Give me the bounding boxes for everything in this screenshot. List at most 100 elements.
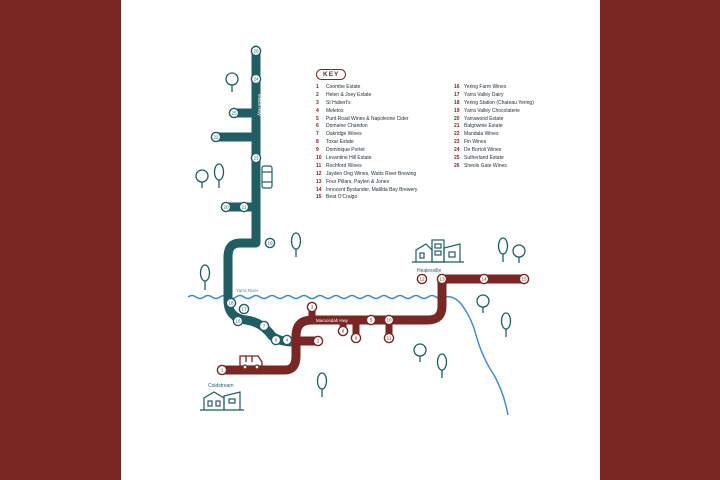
stop-marker-9: 9 xyxy=(350,332,362,344)
stop-marker-number: 20 xyxy=(223,205,229,210)
map-panel xyxy=(121,0,600,480)
stop-marker-circle xyxy=(220,201,232,213)
legend-entry-name: Coombe Estate xyxy=(326,84,361,90)
legend-entry-name: St Hubert's xyxy=(326,99,351,106)
legend-entry-number: 25 xyxy=(454,155,460,162)
legend-entry-number: 8 xyxy=(316,139,319,146)
tree-icon xyxy=(199,264,211,290)
legend-entry-number: 21 xyxy=(454,123,460,130)
stop-marker-18: 18 xyxy=(225,297,237,309)
stop-marker-number: 4 xyxy=(286,338,289,343)
stop-marker-number: 14 xyxy=(481,277,487,282)
stop-marker-circle xyxy=(281,334,293,346)
legend-entry: 21 Balgownie Estate xyxy=(454,123,534,131)
legend-entry-name: Meletos xyxy=(326,107,344,114)
stop-marker-number: 1 xyxy=(221,368,224,373)
legend-entry-name: Yarra Valley Dairy xyxy=(464,91,504,98)
stop-marker-4: 4 xyxy=(281,334,293,346)
stop-marker-circle xyxy=(250,73,262,85)
stop-marker-2: 2 xyxy=(312,335,324,347)
legend-entry-name: Yering Farm Wines xyxy=(464,84,507,90)
stop-marker-number: 5 xyxy=(370,318,373,323)
legend-entry-name: Sheols Gate Wines xyxy=(464,162,507,169)
tree-icon xyxy=(500,312,512,337)
stop-marker-circle xyxy=(232,315,244,327)
legend-entry-name: Domaine Chandon xyxy=(326,123,368,130)
stop-marker-number: 12 xyxy=(419,277,425,282)
stop-marker-25: 25 xyxy=(228,107,240,119)
legend-entry-number: 1 xyxy=(316,84,319,90)
legend-entry: 22 Mandala Wines xyxy=(454,131,534,139)
stop-marker-6: 6 xyxy=(270,334,282,346)
legend-entry: 1 Coombe Estate xyxy=(316,84,417,92)
stop-marker-circle xyxy=(210,131,222,143)
legend-entry-number: 18 xyxy=(454,99,460,106)
legend-entry-number: 17 xyxy=(454,91,460,98)
tree-icon xyxy=(413,343,427,362)
stop-marker-circle xyxy=(264,237,276,249)
stop-marker-circle xyxy=(238,303,250,315)
tree-icon xyxy=(195,169,209,188)
legend-entry-name: Jayden Ong Wines, Watts River Brewing xyxy=(326,170,417,177)
stop-marker-number: 26 xyxy=(253,49,259,54)
legend-entry-name: Oakridge Wines xyxy=(326,131,362,138)
legend-entry-name: Yarra Valley Chocolaterie xyxy=(464,107,520,114)
stop-marker-circle xyxy=(337,325,349,337)
legend-entry-number: 22 xyxy=(454,131,460,138)
stop-marker-number: 11 xyxy=(387,336,392,341)
stop-marker-5: 5 xyxy=(365,314,377,326)
stop-marker-number: 25 xyxy=(231,111,237,116)
stop-marker-number: 23 xyxy=(253,156,259,161)
legend-entry-number: 23 xyxy=(454,139,460,146)
stop-marker-number: 6 xyxy=(275,338,278,343)
legend-title: KEY xyxy=(316,69,347,80)
stop-marker-circle xyxy=(270,334,282,346)
tree-icon xyxy=(512,244,526,263)
stop-marker-number: 13 xyxy=(439,277,445,282)
tree-icon xyxy=(225,72,239,92)
tree-icon xyxy=(476,294,490,313)
legend-entry-name: Mandala Wines xyxy=(464,131,499,138)
stop-marker-number: 22 xyxy=(213,135,219,140)
stop-marker-circle xyxy=(365,314,377,326)
legend-entry-number: 9 xyxy=(316,147,319,154)
stop-marker-11: 11 xyxy=(383,332,395,344)
tree-icon xyxy=(290,232,302,257)
legend-entry-number: 5 xyxy=(316,115,319,122)
legend-entry-name: Balgownie Estate xyxy=(464,123,503,130)
legend-entry-name: Dominique Portet xyxy=(326,147,365,154)
stop-marker-circle xyxy=(383,314,395,326)
legend-entry-number: 11 xyxy=(316,162,322,169)
tree-icon xyxy=(316,372,328,397)
legend-entry-number: 24 xyxy=(454,147,460,154)
legend-entry-name: Punt Road Wines & Napoleone Cider xyxy=(326,115,409,122)
legend-entry-number: 14 xyxy=(316,186,322,193)
stop-marker-number: 21 xyxy=(241,205,247,210)
legend-entry-number: 7 xyxy=(316,131,319,138)
stop-marker-26: 26 xyxy=(250,45,262,57)
stop-marker-24: 24 xyxy=(250,73,262,85)
tree-icon xyxy=(497,237,509,262)
stop-marker-circle xyxy=(478,273,490,285)
legend-entry-name: Toxar Estate xyxy=(326,139,354,146)
legend-entry-number: 6 xyxy=(316,123,319,130)
legend-entry-number: 4 xyxy=(316,107,319,114)
legend-entry-number: 26 xyxy=(454,162,460,169)
stop-marker-23: 23 xyxy=(250,152,262,164)
stop-marker-number: 15 xyxy=(521,277,527,282)
stop-marker-21: 21 xyxy=(238,201,250,213)
stop-marker-circle xyxy=(306,301,318,313)
town-label-healesville: Healesville xyxy=(417,268,441,274)
stop-marker-circle xyxy=(228,107,240,119)
legend-entry: 5 Punt Road Wines & Napoleone Cider xyxy=(316,116,417,124)
